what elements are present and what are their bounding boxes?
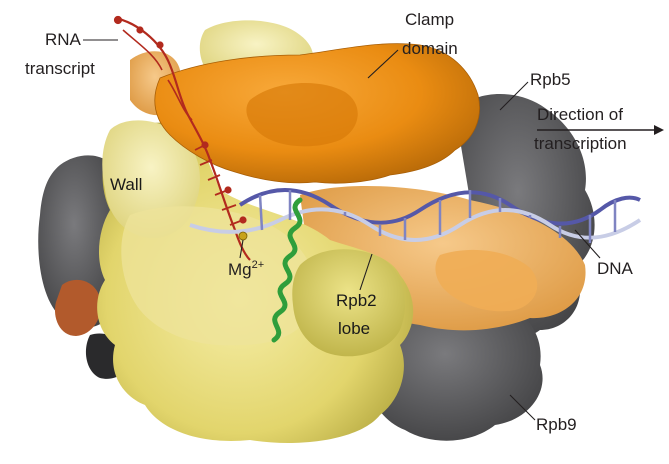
mg-label-superscript: 2+: [252, 259, 265, 271]
dna-leader: [574, 229, 601, 259]
cleft-region: [121, 206, 316, 346]
direction-label-line2: transcription: [534, 134, 627, 153]
dna-label: DNA: [597, 259, 634, 278]
direction-label-line1: Direction of: [537, 105, 623, 124]
clamp-domain-label-group: Clamp domain: [367, 10, 458, 79]
clamp-label-line1: Clamp: [405, 10, 454, 29]
dna-double-helix: [189, 188, 642, 243]
rpb9-gray-domain: [365, 296, 543, 441]
dna-base-pairs: [258, 190, 617, 243]
rna-label-line2: transcript: [25, 59, 95, 78]
rpb9-label: Rpb9: [536, 415, 577, 434]
clamp-inner-ridge: [246, 82, 358, 147]
rpb9-label-group: Rpb9: [509, 394, 577, 434]
rpb2-leader: [359, 253, 373, 291]
clamp-label-line2: domain: [402, 39, 458, 58]
rust-domain: [54, 279, 101, 336]
clamp-leader: [367, 49, 399, 79]
mg-label: Mg2+: [228, 259, 264, 279]
mg-leader: [239, 239, 244, 259]
mg-label-group: Mg2+: [228, 239, 264, 279]
mg-label-base: Mg: [228, 260, 252, 279]
wall-label-group: Wall: [110, 175, 142, 194]
rpb2-label-line1: Rpb2: [336, 291, 377, 310]
rna-label-line1: RNA: [45, 30, 82, 49]
rpb2-lobe-domain: [292, 249, 405, 357]
direction-label-group: Direction of transcription: [534, 105, 664, 153]
mg-ion: [238, 231, 248, 241]
rna-transcript-label-group: RNA transcript: [25, 30, 118, 78]
wall-label: Wall: [110, 175, 142, 194]
arrow-right-icon: [537, 125, 664, 135]
dna-label-group: DNA: [574, 229, 634, 278]
rpb9-leader: [509, 394, 536, 421]
dna-strand-nontemplate: [189, 207, 642, 242]
rpb5-label-group: Rpb5: [499, 70, 571, 111]
rpb5-leader: [499, 81, 529, 111]
dna-strand-template: [238, 188, 641, 226]
rpb5-label: Rpb5: [530, 70, 571, 89]
left-gray-domain: [38, 155, 118, 328]
bridge-helix: [271, 197, 303, 343]
rpb2-lobe-label-group: Rpb2 lobe: [336, 253, 377, 338]
rpb2-label-line2: lobe: [338, 319, 370, 338]
light-orange-right: [435, 249, 538, 312]
protein-surface: [38, 20, 595, 443]
